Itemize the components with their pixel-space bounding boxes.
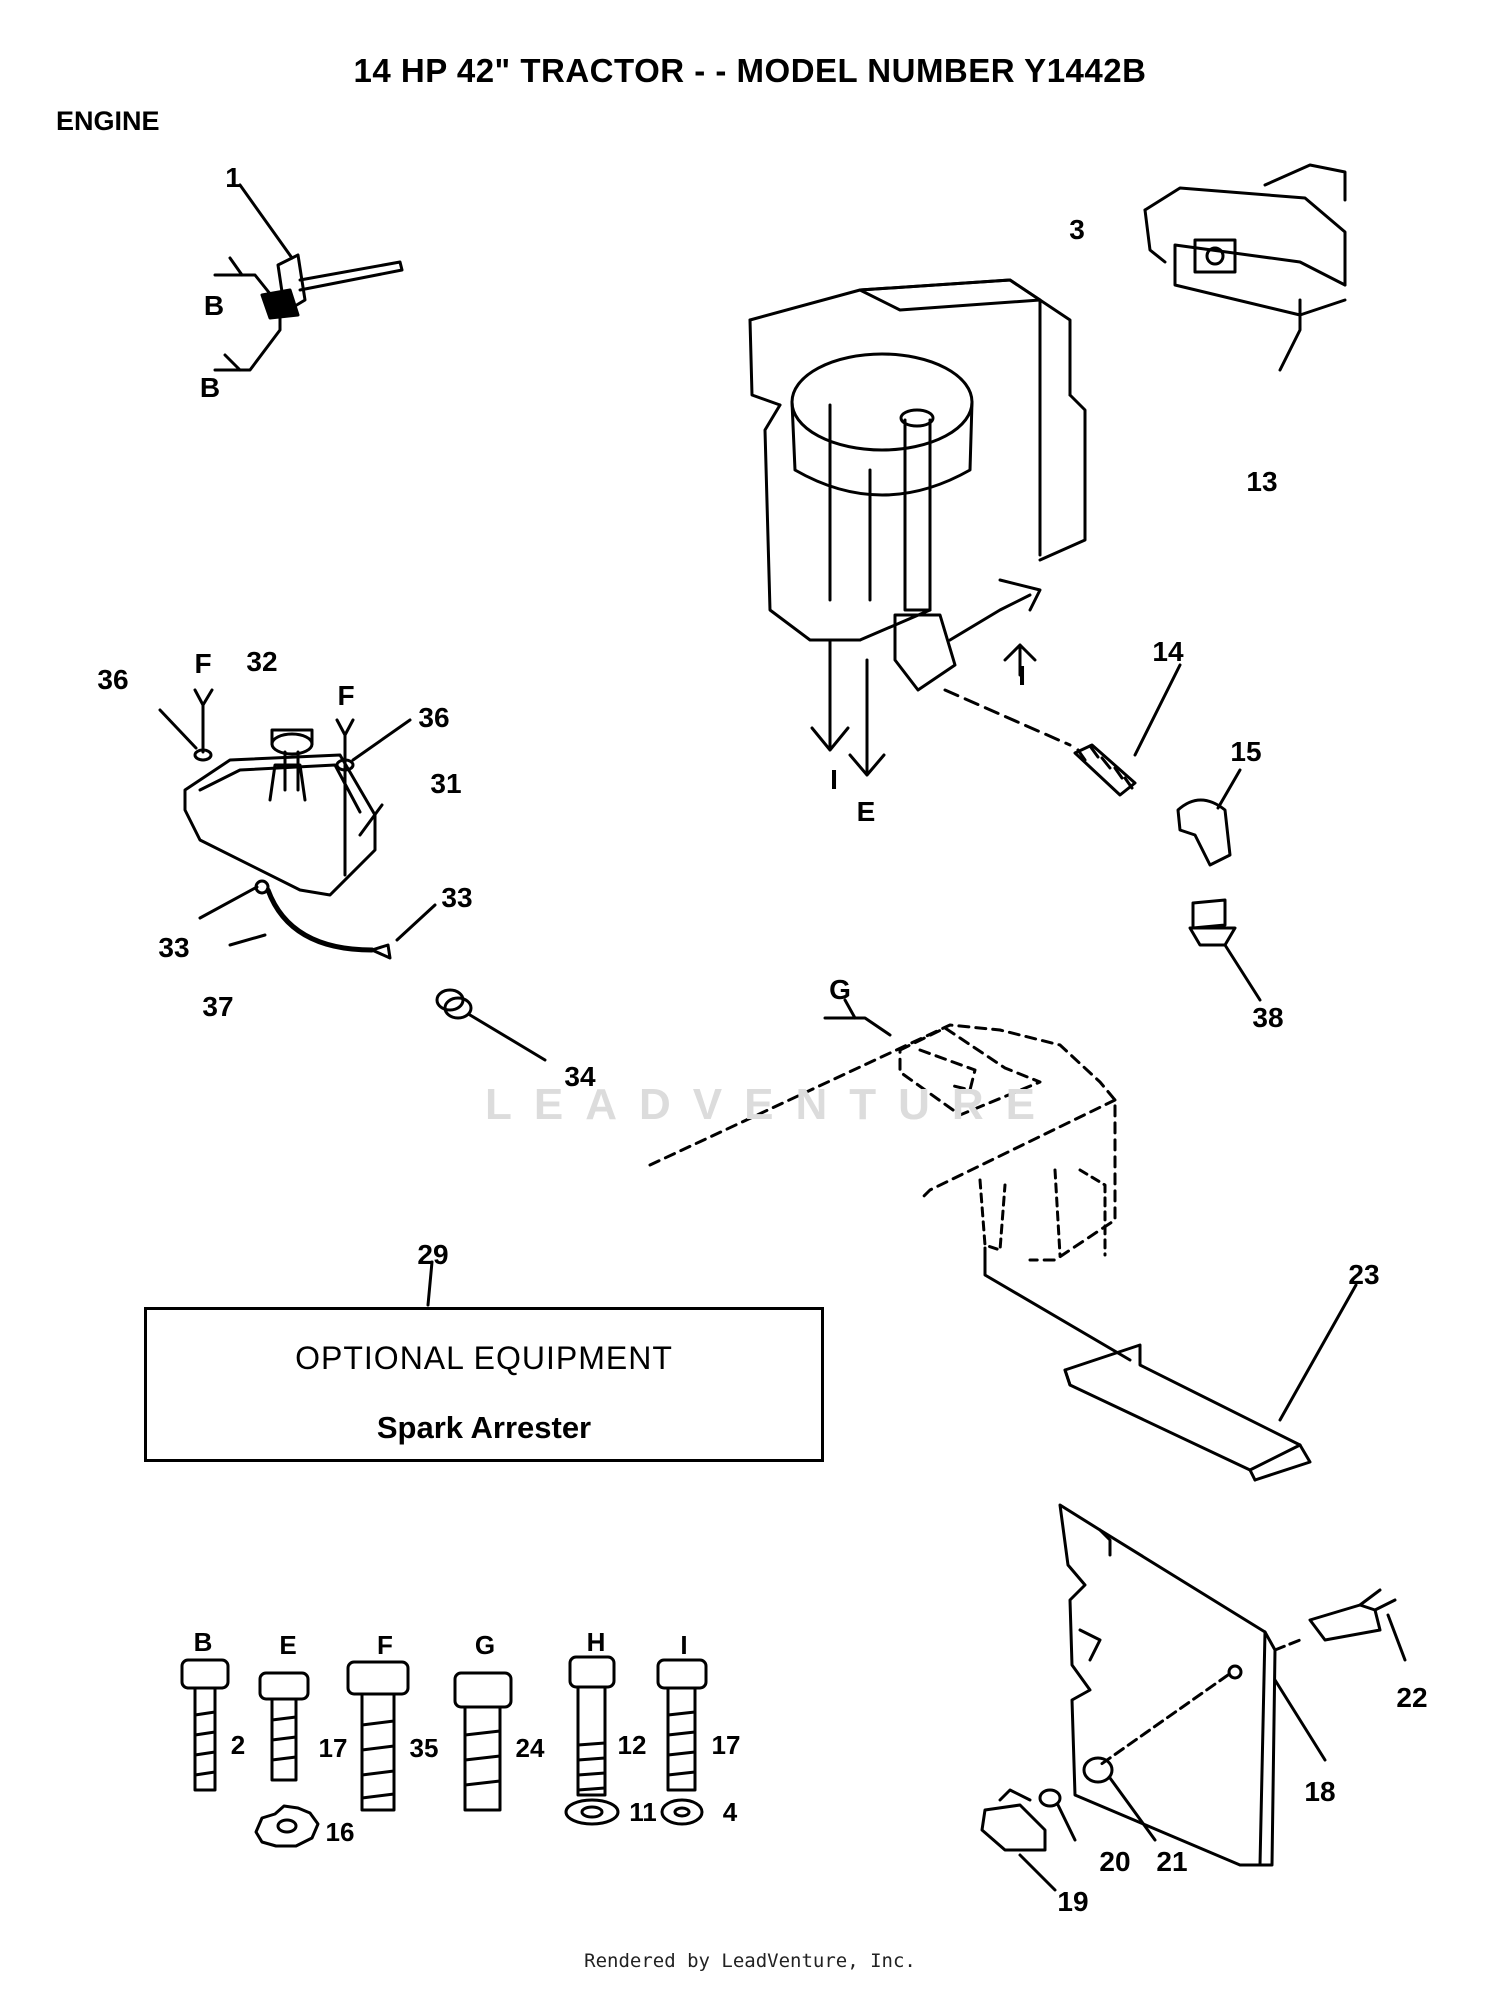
hardware-bolts-drawing (180, 1655, 708, 1848)
hardware-washer-4: 4 (722, 1797, 738, 1827)
footer-credit: Rendered by LeadVenture, Inc. (584, 1950, 916, 1972)
callout-1: 1 (225, 162, 241, 193)
callout-34: 34 (564, 1061, 596, 1092)
callout-33-right: 33 (441, 882, 473, 913)
callout-20: 20 (1099, 1846, 1131, 1877)
nipple-elbow-plug-drawing (1073, 663, 1262, 1002)
section-heading: ENGINE (56, 106, 160, 136)
callout-33-left: 33 (158, 932, 190, 963)
callout-21: 21 (1156, 1846, 1188, 1877)
tag-i-right: I (1018, 660, 1026, 691)
hardware-washer-11: 11 (629, 1797, 657, 1827)
heat-shield-drawing (980, 1503, 1407, 1892)
callout-14: 14 (1152, 636, 1184, 667)
callout-31: 31 (430, 768, 462, 799)
tag-b-upper: B (203, 290, 225, 321)
hardware-letter-b: B (193, 1627, 213, 1657)
fuel-tank-drawing (158, 688, 547, 1062)
tag-b-lower: B (199, 372, 221, 403)
optional-equipment-box: OPTIONAL EQUIPMENT Spark Arrester (144, 1307, 824, 1462)
callout-38: 38 (1252, 1002, 1284, 1033)
hardware-part-12: 12 (617, 1730, 647, 1760)
callout-leader (426, 1260, 434, 1307)
optional-equipment-heading: OPTIONAL EQUIPMENT (295, 1340, 673, 1376)
hardware-part-35: 35 (409, 1733, 439, 1763)
watermark: LEADVENTURE (485, 1080, 1058, 1129)
callout-15: 15 (1230, 736, 1262, 767)
optional-equipment-item: Spark Arrester (376, 1410, 592, 1445)
tag-f-left: F (194, 648, 212, 679)
callout-29: 29 (417, 1239, 449, 1270)
callout-3: 3 (1069, 214, 1085, 245)
hardware-letter-g: G (474, 1630, 496, 1660)
tag-i-left: I (830, 764, 838, 795)
frame-drawing (648, 998, 1358, 1482)
muffler-drawing (1143, 163, 1347, 372)
callout-36-right: 36 (418, 702, 450, 733)
tag-e: E (856, 796, 876, 827)
throttle-bracket-drawing (213, 183, 404, 372)
callout-13: 13 (1246, 466, 1278, 497)
hardware-letter-i: I (680, 1630, 688, 1660)
callout-23: 23 (1348, 1259, 1380, 1290)
hardware-letter-e: E (279, 1630, 297, 1660)
engine-drawing (748, 278, 1087, 777)
callout-37: 37 (202, 991, 234, 1022)
hardware-washer-16: 16 (325, 1817, 355, 1847)
page-title: 14 HP 42" TRACTOR - - MODEL NUMBER Y1442… (353, 52, 1147, 89)
hardware-part-17-e: 17 (318, 1733, 348, 1763)
hardware-part-17-i: 17 (711, 1730, 741, 1760)
callout-18: 18 (1304, 1776, 1336, 1807)
tag-g: G (829, 974, 851, 1005)
callout-36-left: 36 (97, 664, 129, 695)
hardware-part-24: 24 (515, 1733, 545, 1763)
tag-f-right: F (337, 680, 355, 711)
hardware-letter-h: H (586, 1627, 606, 1657)
callout-22: 22 (1396, 1682, 1428, 1713)
callout-19: 19 (1057, 1886, 1089, 1917)
callout-32: 32 (246, 646, 278, 677)
hardware-part-2: 2 (230, 1730, 246, 1760)
hardware-letter-f: F (377, 1630, 393, 1660)
